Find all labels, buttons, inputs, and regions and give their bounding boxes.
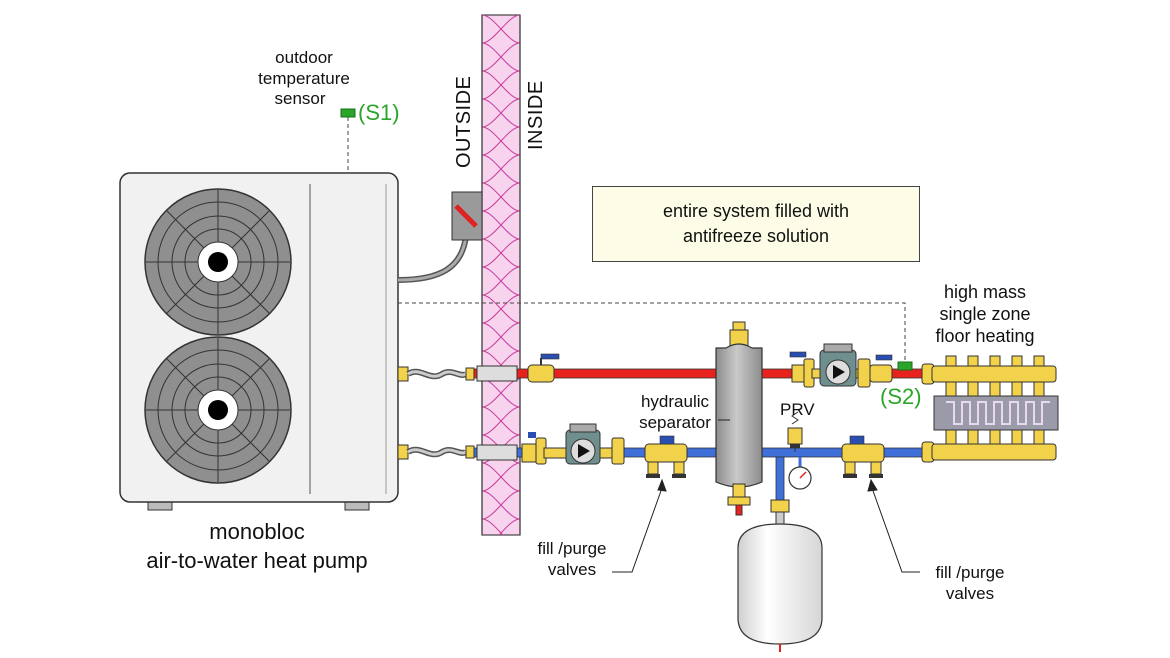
sensor-label-line2: temperature <box>258 68 350 88</box>
pressure-gauge <box>788 457 812 490</box>
note-line2: antifreeze solution <box>682 226 830 246</box>
outdoor-sensor-s1 <box>340 108 356 173</box>
floor-heating-label: high mass single zone floor heating <box>912 282 1058 348</box>
outside-label: OUTSIDE <box>453 75 475 168</box>
left-fill-line1: fill /purge <box>537 539 607 558</box>
left-fill-purge-label: fill /purge valves <box>526 539 618 580</box>
hydraulic-label-line2: separator <box>639 412 711 432</box>
inside-label: INSIDE <box>525 80 547 150</box>
return-circulator <box>521 423 625 465</box>
fan-top <box>144 188 292 336</box>
note-line1: entire system filled with <box>662 200 850 221</box>
leader-lines <box>612 419 920 573</box>
right-fill-purge-valve <box>841 435 885 478</box>
outdoor-sensor-label: outdoor temperature sensor <box>242 48 366 110</box>
heat-pump-line1: monobloc <box>209 519 305 544</box>
heat-pump-unit <box>119 172 409 511</box>
hydraulic-separator-label: hydraulic separator <box>630 392 720 433</box>
pressure-relief-valve <box>787 411 803 452</box>
sensor-label-line3: sensor <box>274 89 326 109</box>
hydraulic-label-line1: hydraulic <box>640 392 710 411</box>
left-fill-purge-valve <box>644 435 688 478</box>
sensor-s2-tag: (S2) <box>880 384 922 409</box>
antifreeze-note: entire system filled with antifreeze sol… <box>592 186 920 262</box>
supply-circulator <box>789 343 893 388</box>
disconnect-box <box>397 191 483 283</box>
expansion-tank <box>737 499 823 652</box>
supply-sensor-s2 <box>897 361 913 371</box>
sensor-label-line1: outdoor <box>275 48 333 67</box>
sensor-s1-tag: (S1) <box>358 100 400 125</box>
supply-ball-valve <box>527 353 560 383</box>
right-fill-line2: valves <box>945 583 995 603</box>
floor-label-line3: floor heating <box>935 325 1035 346</box>
heat-pump-label: monobloc air-to-water heat pump <box>112 518 402 575</box>
right-fill-purge-label: fill /purge valves <box>920 563 1020 604</box>
floor-label-line1: high mass <box>943 282 1027 302</box>
left-fill-line2: valves <box>547 559 597 579</box>
heat-pump-line2: air-to-water heat pump <box>146 547 368 573</box>
prv-label: PRV <box>780 400 815 419</box>
right-fill-line1: fill /purge <box>935 563 1005 582</box>
hydraulic-separator-shape <box>715 321 763 516</box>
floor-label-line2: single zone <box>939 303 1031 324</box>
floor-heating-manifold <box>921 355 1059 463</box>
fan-bottom <box>144 336 292 484</box>
